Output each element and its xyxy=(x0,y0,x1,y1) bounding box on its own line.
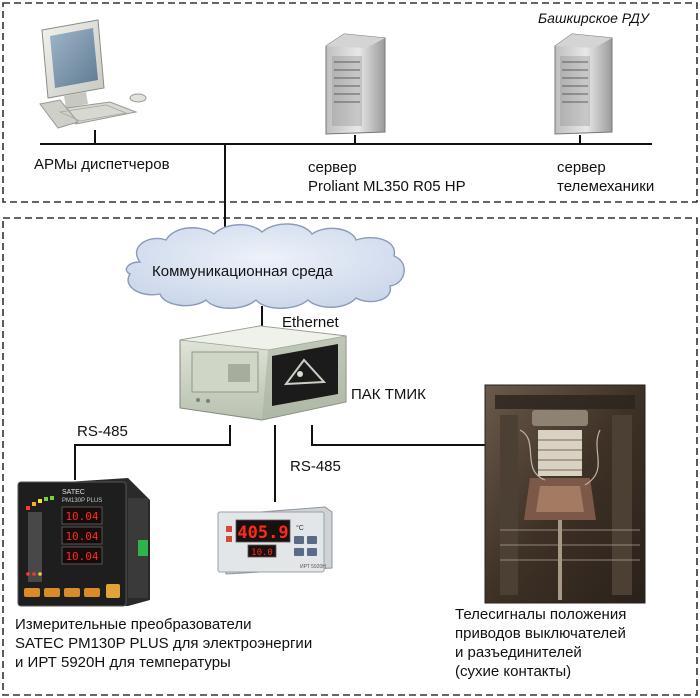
irt-sub-value: 10.0 xyxy=(251,548,273,558)
satec-buttons xyxy=(24,572,120,598)
irt-unit: °C xyxy=(296,524,304,532)
meters-label-2: SATEC PM130P PLUS для электроэнергии xyxy=(15,635,313,652)
network-label: Коммуникационная среда xyxy=(152,263,333,280)
satec-model: PM130P PLUS xyxy=(62,498,102,504)
meters-label-1: Измерительные преобразователи xyxy=(15,616,252,633)
network-cloud xyxy=(125,223,405,309)
satec-reading-1: 10.04 xyxy=(65,510,98,523)
server-telemech-label-2: телемеханики xyxy=(557,178,655,195)
telesignals-label-2: приводов выключателей xyxy=(455,625,626,642)
region-top-label: Башкирское РДУ xyxy=(538,10,649,26)
rs485-left-label: RS-485 xyxy=(77,423,128,440)
irt-model: ИРТ 5920Н xyxy=(300,564,326,570)
rs485-mid-label: RS-485 xyxy=(290,458,341,475)
link-pak-satec xyxy=(74,425,231,480)
satec-brand: SATEC xyxy=(62,489,85,496)
telesignals-photo xyxy=(484,384,646,604)
server-proliant-label-2: Proliant ML350 R05 HP xyxy=(308,178,466,195)
link-pak-photo xyxy=(311,425,492,446)
workstations-label: АРМы диспетчеров xyxy=(34,156,170,173)
pak-tmik-label: ПАК ТМИК xyxy=(351,386,426,403)
region-top-border xyxy=(2,2,698,203)
irt-buttons xyxy=(226,526,317,556)
server-proliant-label-1: сервер xyxy=(308,159,357,176)
satec-bargraph xyxy=(26,496,54,510)
meters-label-3: и ИРТ 5920Н для температуры xyxy=(15,654,231,671)
region-bottom-border xyxy=(2,217,698,696)
irt-main-value: 405.9 xyxy=(237,523,288,543)
satec-reading-3: 10.04 xyxy=(65,550,98,563)
server-telemech-label-1: сервер xyxy=(557,159,606,176)
telesignals-label-1: Телесигналы положения xyxy=(455,606,627,623)
satec-meter-icon: SATEC PM130P PLUS 10.04 10.04 10.04 xyxy=(17,478,150,607)
server-proliant-icon xyxy=(325,33,386,135)
satec-reading-2: 10.04 xyxy=(65,530,98,543)
workstation-icon xyxy=(39,19,147,129)
irt-meter-icon: 405.9 °C 10.0 ИРТ 5920Н xyxy=(217,506,333,575)
pak-tmik-icon xyxy=(179,325,347,421)
telesignals-label-3: и разъединителей xyxy=(455,644,582,661)
telesignals-label-4: (сухие контакты) xyxy=(455,663,572,680)
ethernet-label: Ethernet xyxy=(282,314,339,331)
server-telemech-icon xyxy=(554,33,613,135)
